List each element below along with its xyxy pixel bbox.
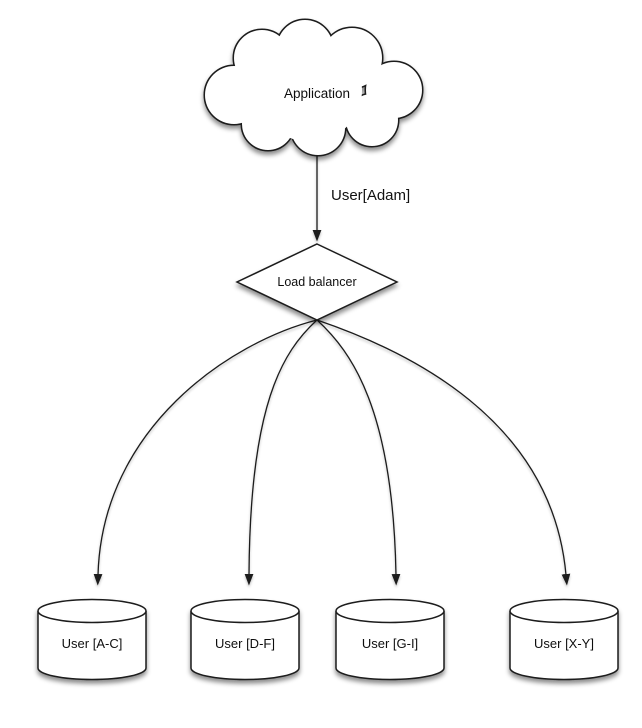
- edge-loadbalancer-to-shard-2: [244, 319, 318, 586]
- db-shard-label-2: User [D-F]: [215, 636, 275, 651]
- load-balancer-label: Load balancer: [277, 275, 356, 289]
- edge-label-user-adam: User[Adam]: [331, 187, 410, 204]
- edge-loadbalancer-to-shard-1: [93, 319, 318, 586]
- db-shard-label-4: User [X-Y]: [534, 636, 594, 651]
- edges-group: [93, 153, 571, 586]
- load-balancer-node: Load balancer: [235, 243, 399, 321]
- edge-loadbalancer-to-shard-4: [316, 319, 571, 586]
- database-cylinder-icon: [335, 611, 445, 681]
- db-shard-node-4: User [X-Y]: [509, 598, 619, 681]
- db-shard-node-3: User [G-I]: [335, 598, 445, 681]
- cloud-icon: [203, 18, 424, 157]
- db-shard-label-3: User [G-I]: [362, 636, 418, 651]
- database-cylinder-icon: [37, 611, 147, 681]
- database-cylinder-top: [190, 598, 300, 624]
- application-node: Application: [203, 18, 424, 157]
- database-cylinder-icon: [509, 611, 619, 681]
- edge-loadbalancer-to-shard-3: [316, 319, 401, 586]
- db-shard-label-1: User [A-C]: [62, 636, 123, 651]
- application-label: Application: [284, 86, 350, 101]
- database-cylinder-top: [509, 598, 619, 624]
- db-shard-node-2: User [D-F]: [190, 598, 300, 681]
- db-shard-node-1: User [A-C]: [37, 598, 147, 681]
- diamond-icon: [235, 243, 399, 321]
- database-cylinder-icon: [190, 611, 300, 681]
- database-cylinder-top: [37, 598, 147, 624]
- database-cylinder-top: [335, 598, 445, 624]
